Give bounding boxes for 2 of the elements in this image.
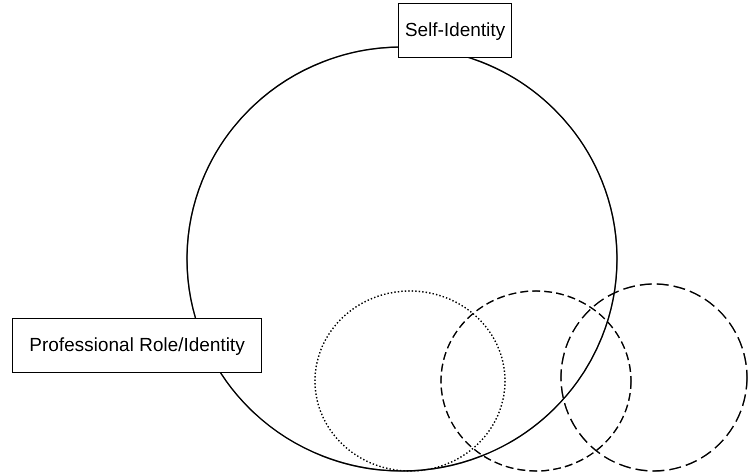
label-box: Self-Identity bbox=[398, 3, 512, 58]
label-box: Professional Role/Identity bbox=[12, 318, 262, 373]
